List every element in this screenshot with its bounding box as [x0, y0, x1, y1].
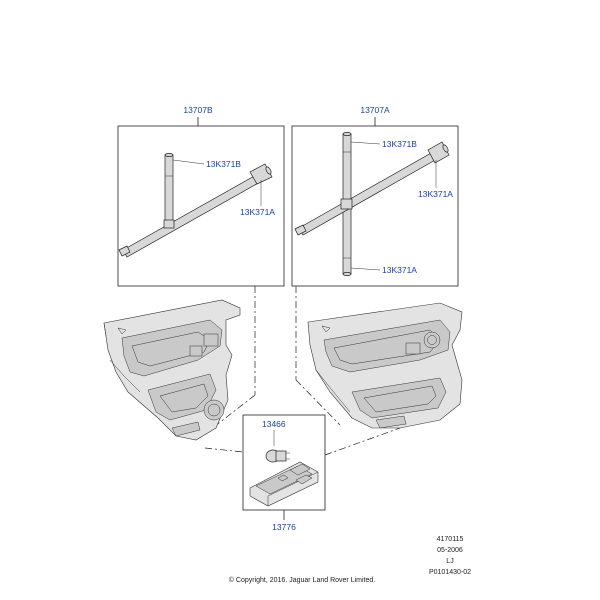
meta-code: 4170115	[437, 536, 464, 543]
left-upper-label: 13K371B	[206, 159, 241, 169]
lamp-label: 13776	[272, 522, 296, 532]
right-mid-label: 13K371A	[418, 189, 453, 199]
meta-info: 4170115 05-2006 LJ P0101430-02	[429, 536, 471, 576]
right-lower-label: 13K371A	[382, 265, 417, 275]
left-lower-label: 13K371A	[240, 207, 275, 217]
left-vertical-tube	[164, 153, 174, 226]
right-kit-box: 13707A 13K371B 13K371A 13K371A	[291, 105, 459, 287]
right-door-panel	[307, 302, 463, 429]
lamp-detail-box: 13776 13466	[242, 414, 326, 532]
meta-ref: P0101430-02	[429, 569, 471, 576]
left-kit-label: 13707B	[183, 105, 213, 115]
right-vertical-tube-upper	[342, 132, 352, 201]
right-diagonal-tube	[294, 141, 450, 236]
meta-date: 05-2006	[437, 547, 463, 554]
left-door-panel	[103, 299, 241, 441]
lamp-housing	[249, 461, 319, 507]
right-kit-label: 13707A	[360, 105, 390, 115]
bulb-label: 13466	[262, 419, 286, 429]
left-kit-box: 13707B 13K371B 13K371A	[117, 105, 285, 287]
left-diagonal-tube	[118, 163, 273, 258]
bulb-part	[265, 449, 290, 463]
right-upper-label: 13K371B	[382, 139, 417, 149]
right-vertical-tube-lower	[342, 207, 352, 276]
copyright: © Copyright, 2016. Jaguar Land Rover Lim…	[229, 576, 375, 584]
meta-initials: LJ	[446, 558, 453, 565]
